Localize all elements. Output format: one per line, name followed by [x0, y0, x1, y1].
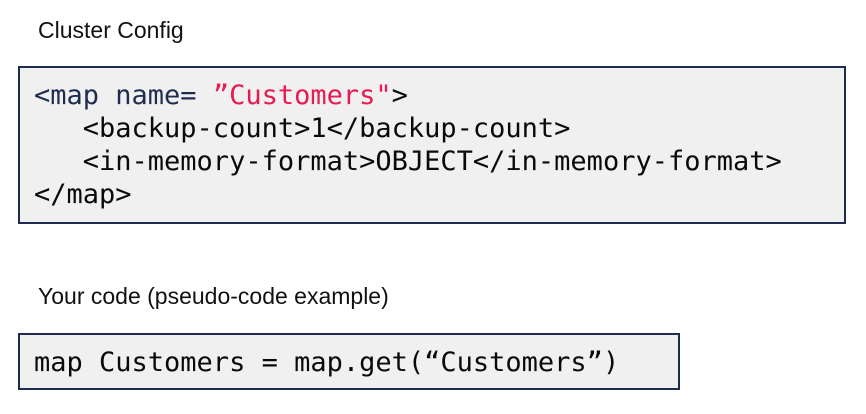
code-line-in-memory-format: <in-memory-format>OBJECT</in-memory-form…: [34, 146, 782, 177]
your-code-heading: Your code (pseudo-code example): [38, 283, 389, 309]
xml-attribute-value-token: ”Customers": [212, 80, 392, 111]
code-line-map-open: <map name= ”Customers">: [34, 79, 830, 112]
code-line-backup-count: <backup-count>1</backup-count>: [34, 113, 571, 144]
cluster-config-code-block: <map name= ”Customers"> <backup-count>1<…: [18, 66, 846, 224]
code-line-map-close: </map>: [34, 179, 132, 210]
cluster-config-heading: Cluster Config: [38, 17, 184, 43]
xml-bracket-close-token: >: [391, 80, 408, 111]
your-code-code-block: map Customers = map.get(“Customers”): [18, 333, 680, 390]
xml-tag-open-token: <map name=: [34, 80, 213, 111]
code-line-map-get: map Customers = map.get(“Customers”): [34, 347, 620, 378]
